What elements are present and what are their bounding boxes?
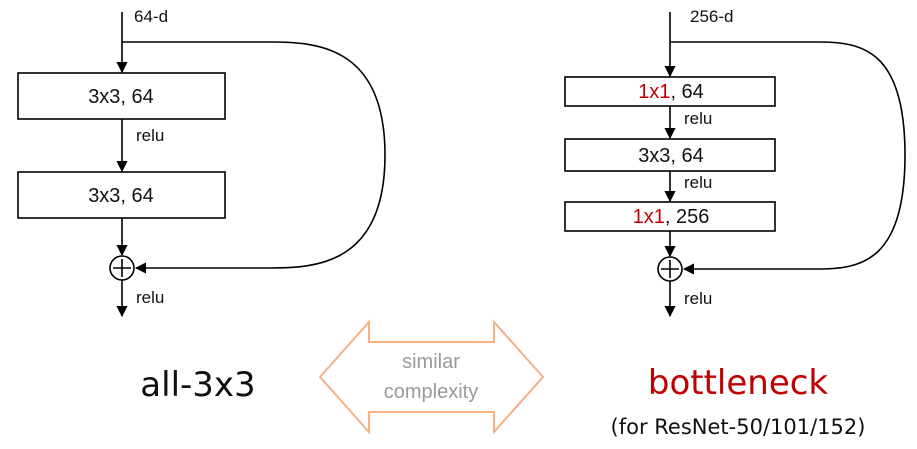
right-conv1-label: 1x1, 64 (638, 81, 704, 103)
right-relu-out-label: relu (684, 289, 712, 308)
right-conv2-label: 3x3, 64 (638, 145, 704, 167)
right-relu1-label: relu (684, 109, 712, 128)
left-conv2-box (17, 171, 226, 219)
left-residual-block: 64-d 3x3, 64 relu 3x3, 64 relu (17, 7, 386, 318)
left-conv1-label: 3x3, 64 (88, 86, 154, 108)
right-conv3-box (564, 201, 776, 232)
left-relu1-label: relu (136, 126, 164, 145)
right-conv3-kernel: 1x1 (633, 206, 665, 228)
left-add-node-icon (109, 255, 135, 281)
left-relu-out-label: relu (136, 288, 164, 307)
comparison-text-line1: similar (402, 351, 460, 373)
right-add-node-icon (657, 256, 683, 282)
right-block-subtitle: (for ResNet-50/101/152) (611, 415, 866, 439)
comparison-double-arrow-icon (318, 319, 545, 435)
right-bottleneck-block: 256-d 1x1, 64 relu 3x3, 64 relu 1x1, 256… (564, 7, 906, 318)
comparison-text-line2: complexity (384, 381, 478, 403)
right-block-title: bottleneck (648, 363, 829, 403)
right-skip-connection (670, 41, 906, 275)
right-conv1-channels: , 64 (670, 81, 703, 103)
right-conv3-label: 1x1, 256 (633, 206, 710, 228)
right-input-dim-label: 256-d (690, 7, 733, 26)
right-relu2-label: relu (684, 173, 712, 192)
right-conv2-box (564, 138, 776, 172)
right-conv1-box (564, 76, 776, 107)
right-conv1-kernel: 1x1 (638, 81, 670, 103)
left-input-dim-label: 64-d (134, 7, 168, 26)
left-conv2-label: 3x3, 64 (88, 185, 154, 207)
right-conv3-channels: , 256 (665, 206, 709, 228)
left-block-title: all-3x3 (140, 365, 255, 405)
left-skip-connection (122, 41, 386, 274)
